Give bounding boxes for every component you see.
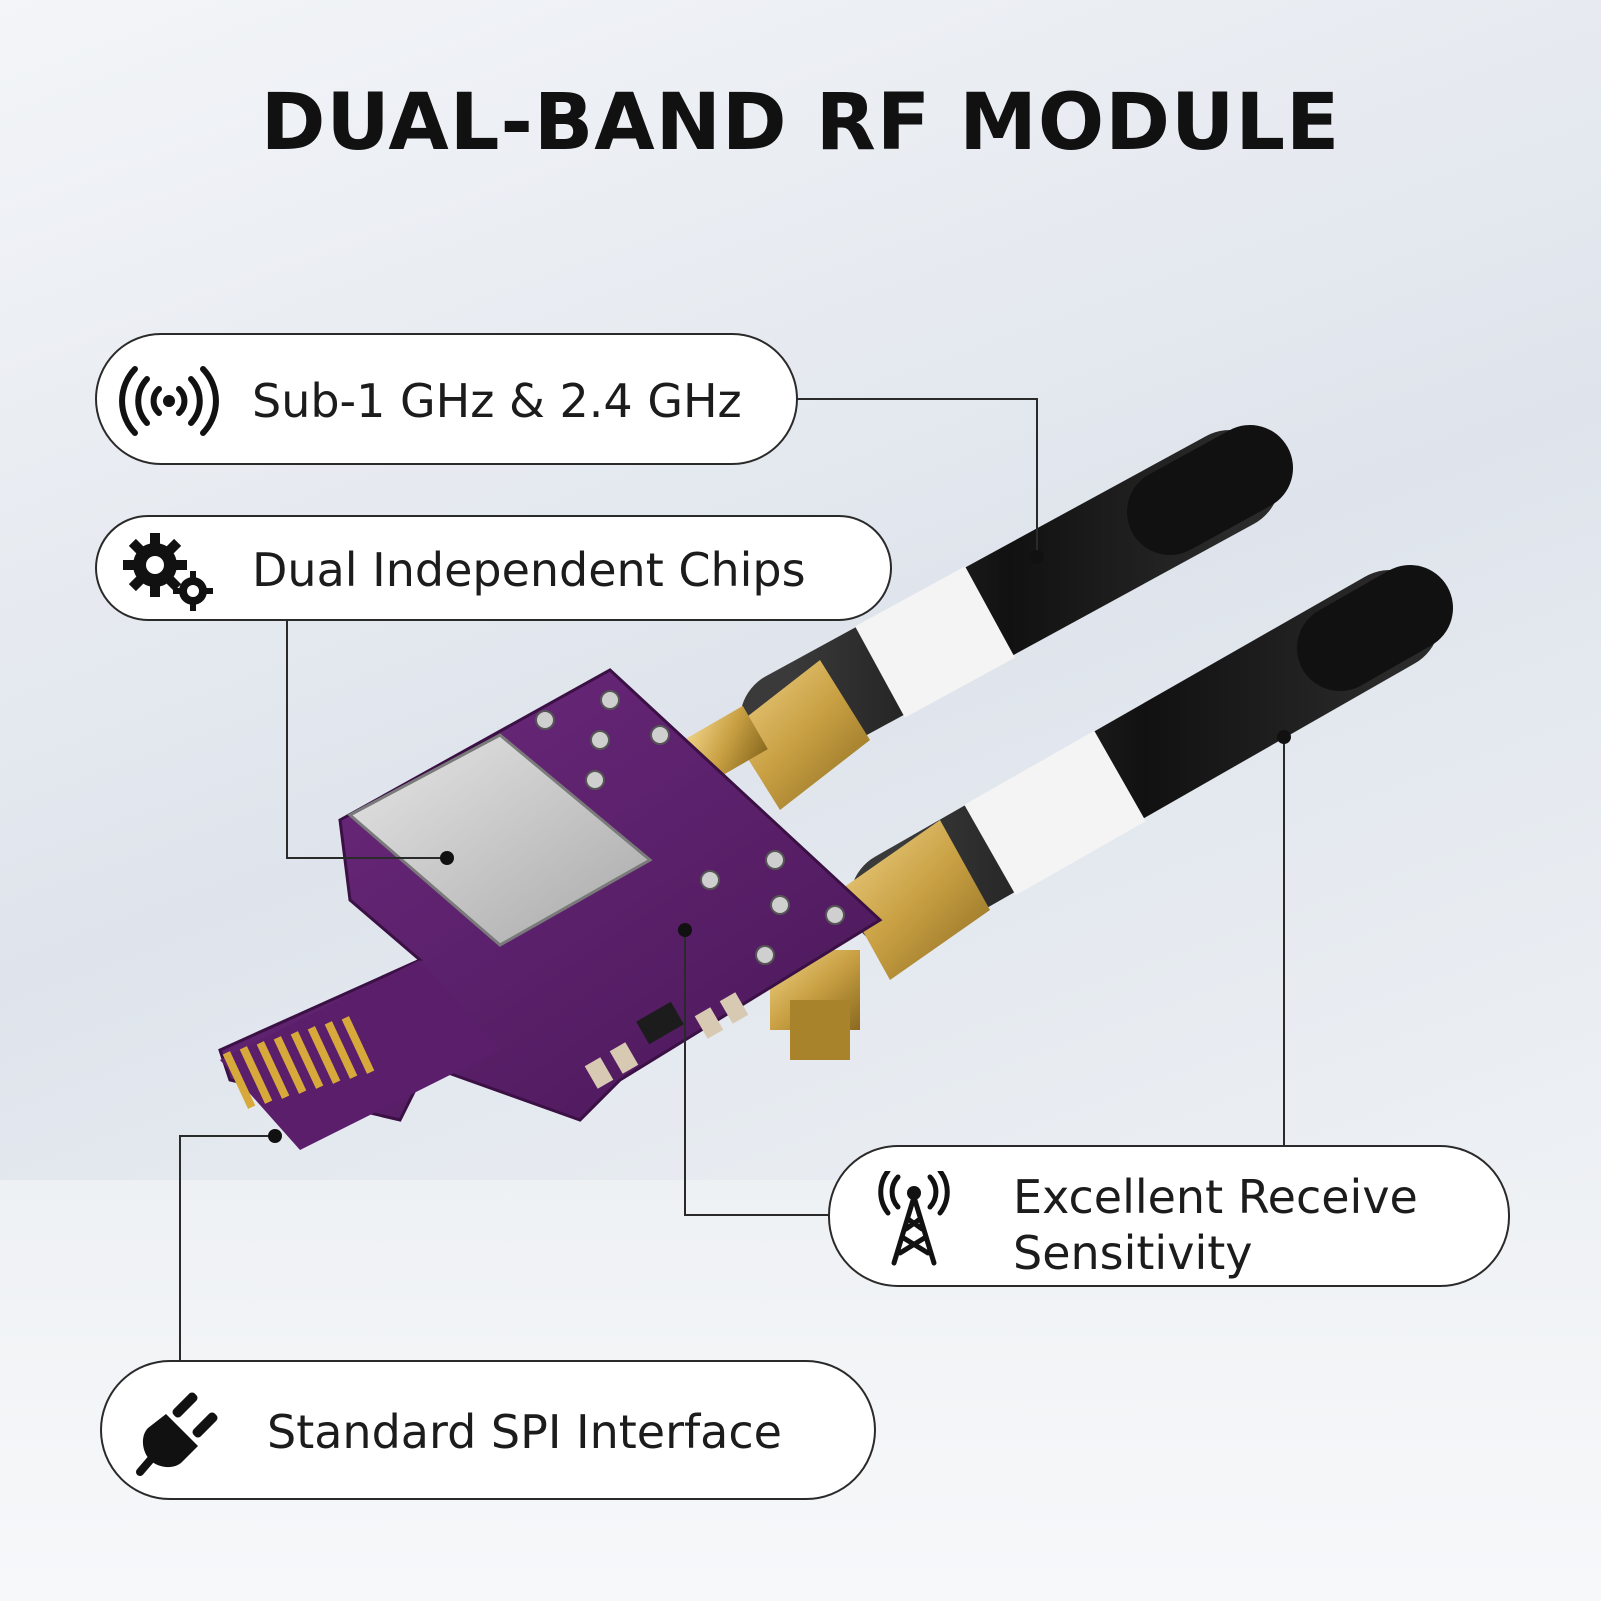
- plug-icon: [136, 1392, 218, 1476]
- feature-pill-spi: Standard SPI Interface: [100, 1360, 876, 1500]
- feature-label-chips: Dual Independent Chips: [252, 543, 806, 597]
- feature-pill-chips: Dual Independent Chips: [95, 515, 892, 621]
- antenna-upper: [682, 425, 1293, 810]
- feature-pill-sensitivity: Excellent Receive Sensitivity: [828, 1145, 1510, 1287]
- pcb-board: [218, 668, 883, 1150]
- feature-label-sensitivity: Excellent Receive Sensitivity: [1013, 1170, 1418, 1280]
- antenna-lower: [770, 565, 1453, 1060]
- page-title: DUAL-BAND RF MODULE: [260, 78, 1341, 168]
- feature-label-spi: Standard SPI Interface: [267, 1405, 782, 1459]
- feature-pill-frequency: Sub-1 GHz & 2.4 GHz: [95, 333, 798, 465]
- wireless-signal-icon: [119, 366, 219, 436]
- feature-label-frequency: Sub-1 GHz & 2.4 GHz: [252, 374, 742, 428]
- gears-icon: [123, 533, 213, 611]
- callout-lines: [179, 398, 1285, 1362]
- antenna-tower-icon: [878, 1171, 950, 1266]
